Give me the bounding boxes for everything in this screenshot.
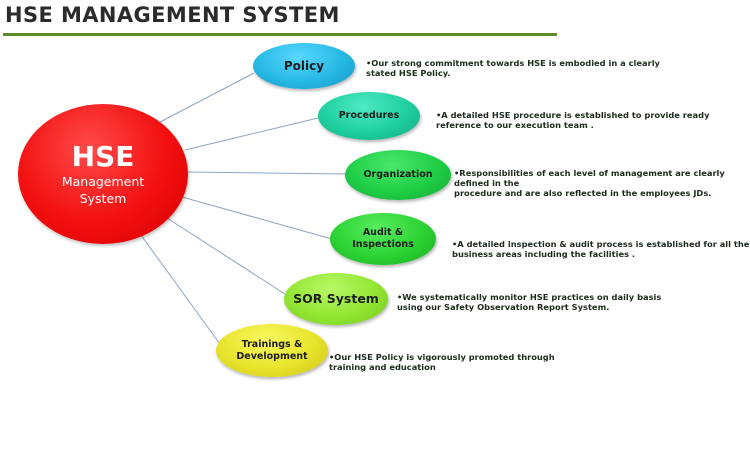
hub-hse-management-system: HSE Management System	[18, 104, 188, 244]
connector-sor	[166, 217, 289, 297]
page-title: HSE MANAGEMENT SYSTEM	[5, 3, 340, 27]
node-sor-system: SOR System	[284, 273, 388, 325]
connector-audit	[181, 196, 333, 240]
description-audit-inspections: •A detailed inspection & audit process i…	[452, 239, 750, 259]
node-procedures-label: Procedures	[338, 110, 400, 121]
node-organization-label: Organization	[363, 169, 433, 180]
connector-trainings	[137, 230, 221, 345]
description-sor-system: •We systematically monitor HSE practices…	[397, 292, 662, 312]
node-organization: Organization	[345, 150, 451, 200]
node-policy: Policy	[253, 43, 355, 89]
connector-organization	[187, 171, 347, 175]
node-trainings-development: Trainings & Development	[216, 324, 328, 377]
description-procedures: •A detailed HSE procedure is established…	[436, 110, 710, 130]
node-procedures: Procedures	[318, 92, 420, 140]
hub-line-1: Management	[61, 174, 145, 189]
hub-line-2: System	[79, 191, 127, 206]
description-trainings-development: •Our HSE Policy is vigorously promoted t…	[329, 352, 555, 372]
title-underline	[3, 33, 557, 36]
node-sor-system-label: SOR System	[293, 291, 379, 306]
hub-abbreviation: HSE	[71, 140, 135, 173]
connector-procedures	[184, 117, 319, 151]
node-audit-inspections: Audit & Inspections	[330, 213, 436, 265]
node-trainings-development-label: Trainings & Development	[236, 338, 308, 362]
connector-policy	[159, 72, 255, 123]
node-audit-inspections-label: Audit & Inspections	[352, 227, 414, 250]
description-organization: •Responsibilities of each level of manag…	[454, 168, 725, 198]
description-policy: •Our strong commitment towards HSE is em…	[366, 58, 660, 78]
node-policy-label: Policy	[283, 59, 325, 73]
